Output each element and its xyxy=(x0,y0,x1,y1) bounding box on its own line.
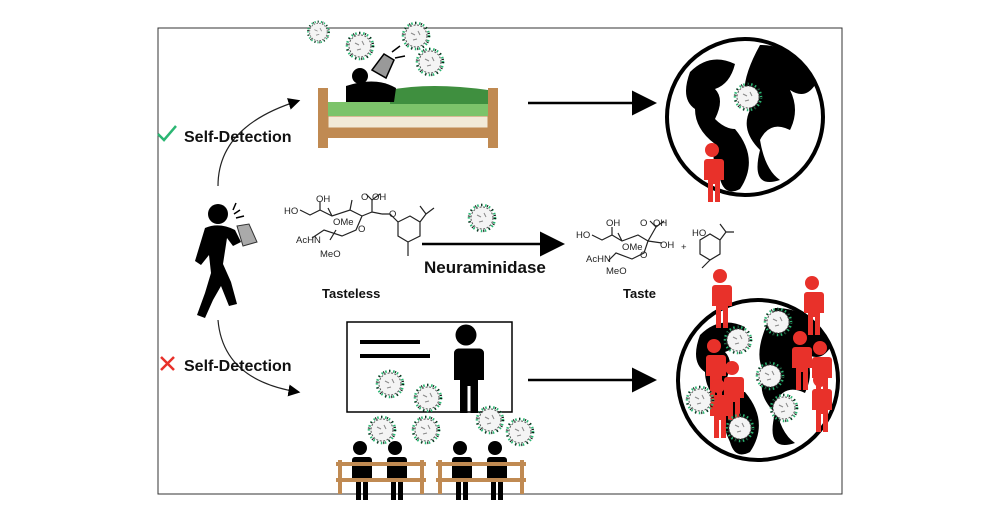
svg-text:O: O xyxy=(640,218,647,229)
svg-text:OMe: OMe xyxy=(333,217,354,228)
svg-text:MeO: MeO xyxy=(606,266,627,277)
virus-icon xyxy=(505,417,535,447)
substrate-structure: HO OH OMe O OH AcHN MeO O O xyxy=(284,192,435,260)
sneezing-person-icon xyxy=(195,202,258,318)
svg-text:OH: OH xyxy=(372,192,386,203)
virus-icon xyxy=(401,21,431,51)
svg-text:OMe: OMe xyxy=(622,242,643,253)
virus-icon xyxy=(411,415,441,445)
virus-icon xyxy=(467,203,497,233)
globe-contained-icon xyxy=(665,37,825,202)
svg-text:O: O xyxy=(361,192,368,203)
virus-icon xyxy=(415,47,445,77)
svg-text:HO: HO xyxy=(692,228,706,239)
bed-with-sick-person-icon xyxy=(318,45,498,148)
branch-arrow-top xyxy=(217,98,301,187)
svg-text:HO: HO xyxy=(284,206,298,217)
product-structure: HO OH OMe O OH AcHN MeO O OH HO xyxy=(576,218,734,277)
svg-text:OH: OH xyxy=(653,218,667,229)
cross-icon xyxy=(160,356,175,371)
virus-icon xyxy=(345,31,375,61)
self-detection-label-no: Self-Detection xyxy=(184,358,292,375)
svg-text:AcHN: AcHN xyxy=(586,254,611,265)
globe-spread-icon xyxy=(676,269,840,462)
plus-sign: + xyxy=(681,242,687,253)
svg-text:OH: OH xyxy=(316,194,330,205)
branch-arrow-bottom xyxy=(217,319,301,397)
svg-text:OH: OH xyxy=(606,218,620,229)
svg-text:O: O xyxy=(389,209,396,220)
svg-text:AcHN: AcHN xyxy=(296,235,321,246)
virus-icon xyxy=(306,20,330,44)
check-icon xyxy=(157,125,177,142)
neuraminidase-label: Neuraminidase xyxy=(424,258,546,277)
classroom-scene-icon xyxy=(336,321,526,500)
tasteless-caption: Tasteless xyxy=(322,286,380,301)
svg-text:O: O xyxy=(358,224,365,235)
self-detection-label-yes: Self-Detection xyxy=(184,129,292,146)
svg-text:HO: HO xyxy=(576,230,590,241)
svg-text:OH: OH xyxy=(660,240,674,251)
virus-icon xyxy=(367,415,397,445)
svg-text:MeO: MeO xyxy=(320,249,341,260)
taste-caption: Taste xyxy=(623,286,656,301)
svg-text:O: O xyxy=(640,250,647,261)
